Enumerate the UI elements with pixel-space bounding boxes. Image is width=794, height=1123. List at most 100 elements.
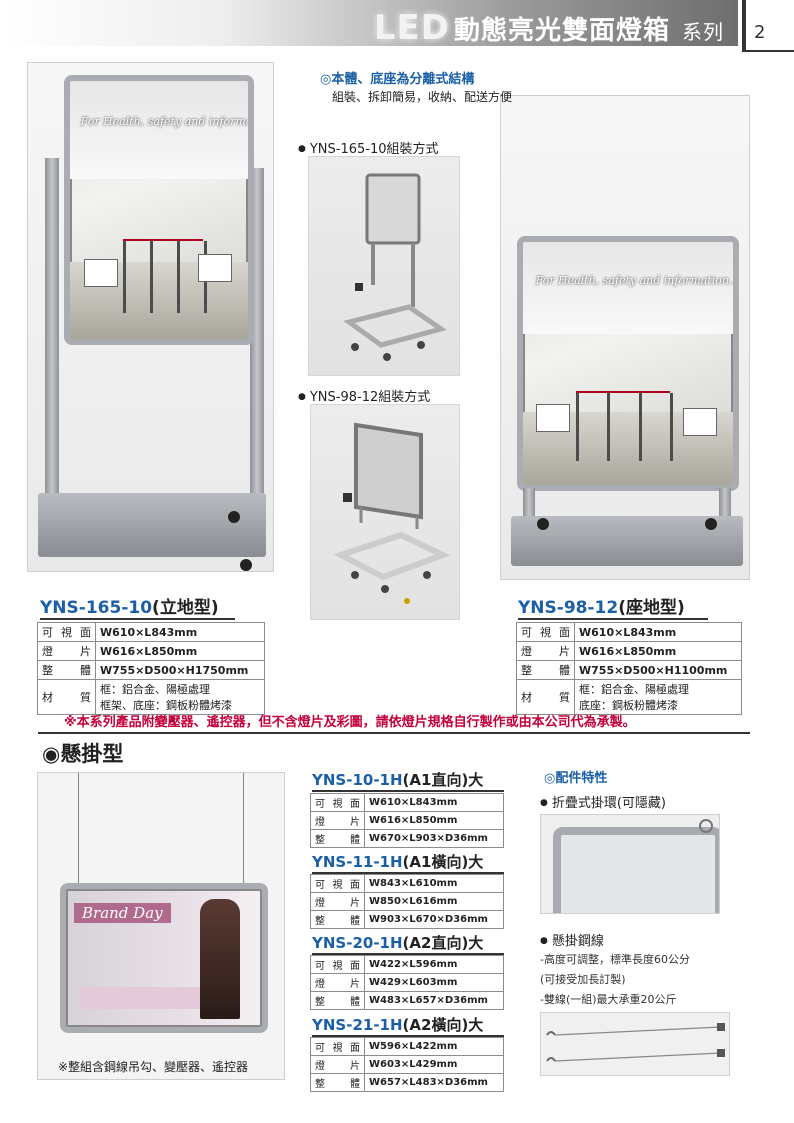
spec-value: W850×L616mm xyxy=(364,892,504,911)
product-photo-yns-98-12: For Health, safety and information... xyxy=(500,95,750,580)
model-type: (A1直向)大 xyxy=(402,771,484,789)
model-code: YNS-11-1H xyxy=(312,853,403,871)
assembly-label-yns-165-10: YNS-165-10組裝方式 xyxy=(298,138,439,157)
spec-value: W610×L843mm xyxy=(95,622,265,642)
spec-label: 燈 片 xyxy=(516,641,575,661)
spec-value-line: 框架、底座：鋼板粉體烤漆 xyxy=(100,699,232,712)
spec-label: 可 視 面 xyxy=(37,622,96,642)
spec-label: 整 體 xyxy=(516,660,575,680)
model-figure xyxy=(200,899,240,1019)
light-box-frame: For Health, safety and information... xyxy=(64,75,254,345)
spec-value: W755×D500×H1750mm xyxy=(95,660,265,680)
model-type: (A2直向)大 xyxy=(402,934,484,952)
brand-day-caption: Brand Day xyxy=(74,903,171,923)
assembly-label-yns-98-12: YNS-98-12組裝方式 xyxy=(298,386,430,405)
spec-label: 可 視 面 xyxy=(310,874,365,893)
poster-caption: For Health, safety and information... xyxy=(80,114,253,128)
exploded-view-pedestal xyxy=(333,422,451,604)
spec-label: 可 視 面 xyxy=(516,622,575,642)
spec-label: 可 視 面 xyxy=(310,955,365,974)
stand-base xyxy=(38,493,266,557)
spec-label: 燈 片 xyxy=(310,973,365,992)
spec-value: W596×L422mm xyxy=(364,1037,504,1056)
product-photo-hanging: Brand Day xyxy=(37,772,285,1080)
accessory-detail: (可接受加長訂製) xyxy=(540,973,626,986)
wheel xyxy=(705,518,717,530)
spec-value-line: 底座：鋼板粉體烤漆 xyxy=(579,699,678,712)
spec-label: 整 體 xyxy=(37,660,96,680)
wheel xyxy=(228,511,240,523)
spec-value-line: 框：鋁合金、陽極處理 xyxy=(579,683,689,696)
exploded-view-floor-stand xyxy=(343,173,447,361)
spec-value: W483×L657×D36mm xyxy=(364,991,504,1010)
wheel xyxy=(537,518,549,530)
model-code: YNS-165-10 xyxy=(40,598,153,618)
accessory-folding-ring: 折疊式掛環(可隱藏) xyxy=(540,792,666,811)
steel-wire-photo xyxy=(540,1012,730,1076)
header-gradient-band xyxy=(0,0,738,46)
model-title-yns-10-1h: YNS-10-1H(A1直向)大 xyxy=(312,769,504,792)
spec-label: 整 體 xyxy=(310,829,365,848)
spec-label: 可 視 面 xyxy=(310,1037,365,1056)
accessory-hanging-wire: 懸掛鋼線 xyxy=(540,930,604,949)
spec-value: 框：鋁合金、陽極處理底座：鋼板粉體烤漆 xyxy=(574,679,742,715)
spec-value: W670×L903×D36mm xyxy=(364,829,504,848)
product-note: ※本系列產品附變壓器、遙控器，但不含燈片及彩圖，請依燈片規格自行製作或由本公司代… xyxy=(64,715,636,730)
model-code: YNS-98-12 xyxy=(518,598,619,618)
section-title-hanging: ◉懸掛型 xyxy=(42,742,124,766)
page-number: 2 xyxy=(754,22,766,43)
model-type: (A2橫向)大 xyxy=(402,1016,484,1034)
hanging-wire xyxy=(243,773,244,883)
hanging-light-box-frame: Brand Day xyxy=(60,883,268,1033)
feature-description: 組裝、拆卸簡易，收納、配送方便 xyxy=(332,90,513,104)
accessory-detail: -雙線(一組)最大承重20公斤 xyxy=(540,993,677,1006)
spec-label: 燈 片 xyxy=(310,811,365,830)
feature-heading: ◎本體、底座為分離式結構 xyxy=(320,72,475,87)
spec-value: W429×L603mm xyxy=(364,973,504,992)
section-divider xyxy=(38,732,750,734)
spec-label: 整 體 xyxy=(310,1073,365,1092)
model-type: (A1橫向)大 xyxy=(402,853,484,871)
model-title-yns-98-12: YNS-98-12(座地型) xyxy=(518,593,708,620)
spec-value: W610×L843mm xyxy=(364,793,504,812)
model-code: YNS-21-1H xyxy=(312,1016,403,1034)
stand-base xyxy=(511,516,743,566)
model-code: YNS-20-1H xyxy=(312,934,403,952)
spec-row: 材 質框：鋁合金、陽極處理底座：鋼板粉體烤漆 xyxy=(516,679,742,715)
spec-value: W755×D500×H1100mm xyxy=(574,660,742,680)
steel-wire-icon xyxy=(546,1023,725,1062)
spec-value: 框：鋁合金、陽極處理框架、底座：鋼板粉體烤漆 xyxy=(95,679,265,715)
hanging-note: ※整組含鋼線吊勾、變壓器、遙控器 xyxy=(58,1060,249,1074)
title-text: 動態亮光雙面燈箱 xyxy=(453,16,670,46)
spec-label: 燈 片 xyxy=(310,892,365,911)
accessories-title: ◎配件特性 xyxy=(544,771,608,786)
accessory-detail: -高度可調整，標準長度60公分 xyxy=(540,953,690,966)
model-title-yns-21-1h: YNS-21-1H(A2橫向)大 xyxy=(312,1014,504,1037)
spec-value: W903×L670×D36mm xyxy=(364,910,504,929)
light-box-frame: For Health, safety and information... xyxy=(517,236,739,491)
spec-label: 整 體 xyxy=(310,991,365,1010)
spec-label: 材 質 xyxy=(516,679,575,715)
model-title-yns-165-10: YNS-165-10(立地型) xyxy=(40,593,235,620)
assembly-diagram-yns-98-12 xyxy=(310,404,460,620)
model-title-yns-11-1h: YNS-11-1H(A1橫向)大 xyxy=(312,851,504,874)
spec-value: W616×L850mm xyxy=(364,811,504,830)
